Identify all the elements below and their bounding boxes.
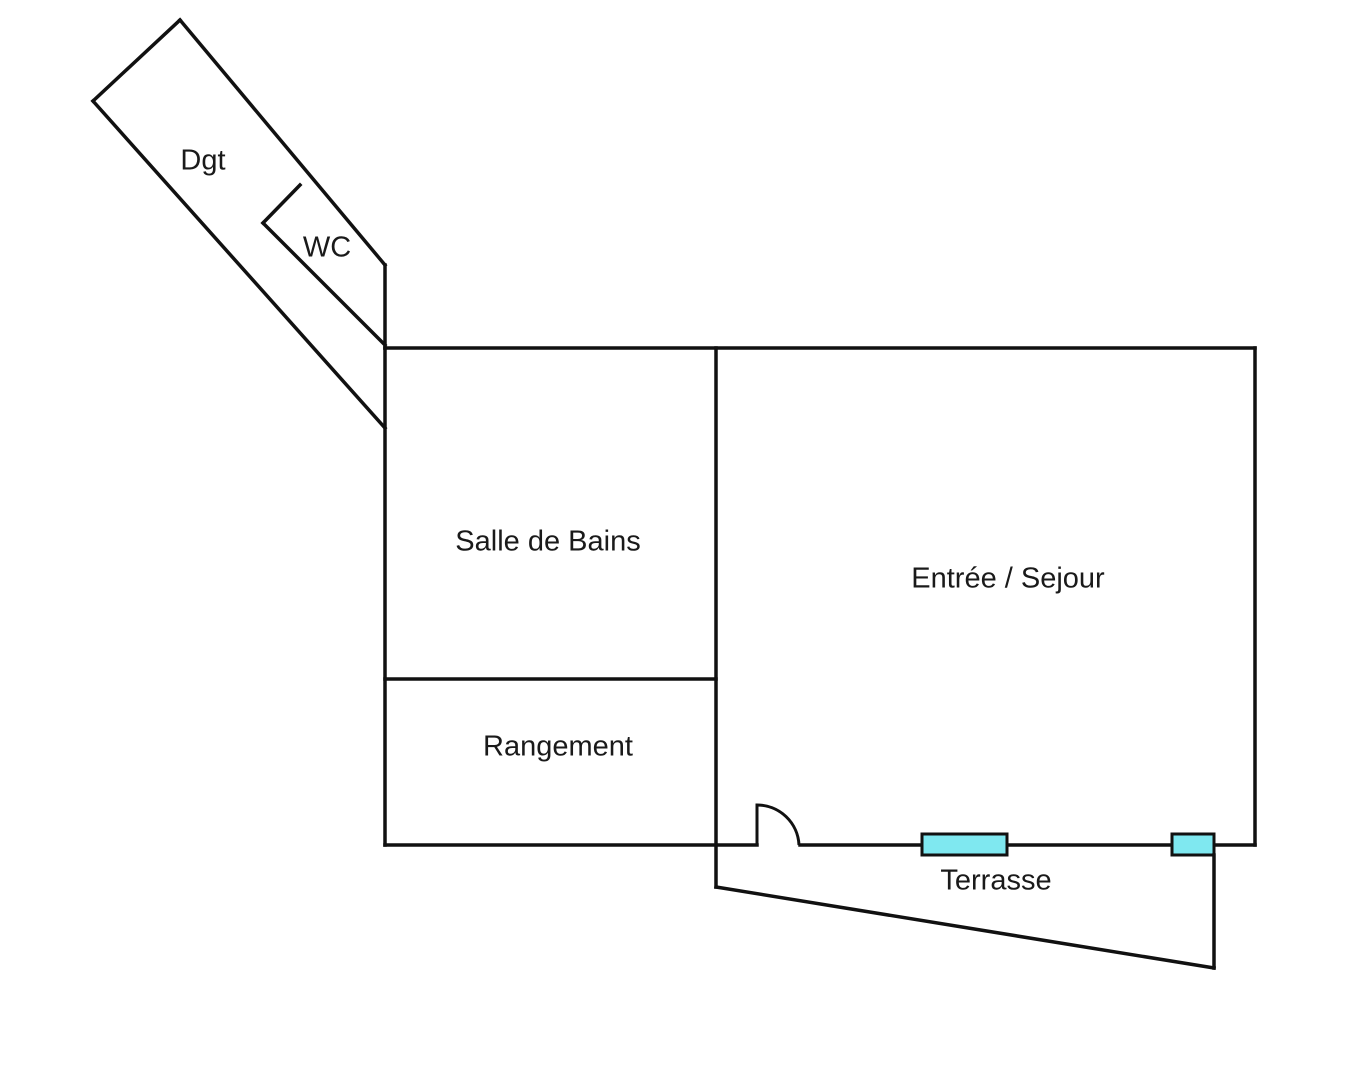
window-left xyxy=(920,832,1009,857)
wc-walls xyxy=(260,182,388,348)
entry-door-swing xyxy=(755,803,801,846)
sejour-walls xyxy=(798,346,1257,847)
terrasse-bottom-wall xyxy=(713,884,1217,971)
label-salle-de-bains: Salle de Bains xyxy=(455,526,640,558)
window-right xyxy=(1170,832,1216,857)
label-wc: WC xyxy=(303,232,351,264)
wc-diagonal-wall xyxy=(260,220,388,348)
bath-storage-walls xyxy=(383,346,1257,889)
label-entree-sejour: Entrée / Sejour xyxy=(911,563,1105,595)
label-terrasse: Terrasse xyxy=(940,865,1051,897)
wc-stub-wall xyxy=(260,182,303,226)
dgt-right-wall xyxy=(177,17,388,268)
dgt-left-wall xyxy=(90,98,388,431)
terrasse-walls xyxy=(713,853,1217,971)
label-rangement: Rangement xyxy=(483,731,633,763)
dgt-walls xyxy=(90,17,388,431)
dgt-top-wall xyxy=(90,17,183,104)
label-dgt: Dgt xyxy=(180,145,225,177)
